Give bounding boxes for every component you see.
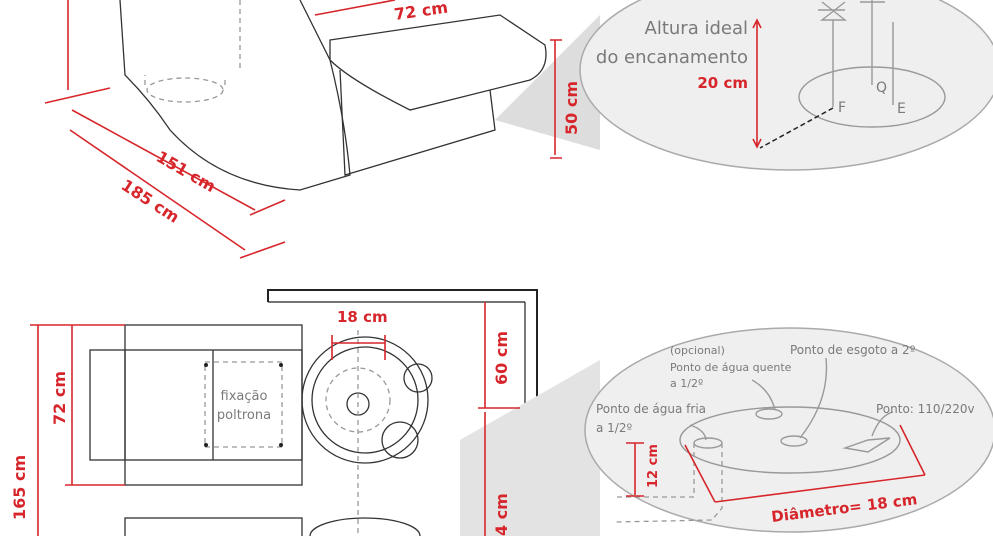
hot-water-line1: Ponto de água quente [670,361,792,374]
cold-water-line1: Ponto de água fria [596,402,706,416]
chair-perspective [119,0,600,191]
sewer-label: Ponto de esgoto a 2º [790,343,916,357]
points-detail: (opcional) Ponto de água quente a 1/2º P… [584,327,993,533]
label-e: E [897,101,906,117]
wall-distance-label: 60 cm [492,331,511,385]
ideal-height-line2: do encanamento [596,47,748,68]
ideal-height-line1: Altura ideal [645,18,748,39]
fixing-line2: poltrona [217,408,271,423]
inner-length-label: 151 cm [153,147,219,196]
lower-distance-label: 4 cm [492,493,511,536]
floor-plan [89,289,600,536]
chair-width-label: 72 cm [50,371,69,425]
power-label: Ponto: 110/220v [876,402,975,416]
bowl-offset-label: 18 cm [337,308,388,326]
total-length-label: 165 cm [10,455,29,520]
label-q: Q [876,80,887,96]
hot-water-line2: a 1/2º [670,377,703,390]
dimension-lines-plan [30,302,520,536]
hot-water-optional: (opcional) [670,344,725,357]
height-12-label: 12 cm [646,444,661,488]
ideal-height-value: 20 cm [697,74,748,92]
plumbing-detail: Altura ideal do encanamento 20 cm F Q E [579,0,993,171]
cold-water-line2: a 1/2º [596,421,632,435]
depth-label: 72 cm [393,0,449,24]
label-f: F [838,100,846,116]
height-label: 50 cm [562,81,581,135]
fixing-line1: fixação [221,389,268,404]
dimension-lines-top [44,0,562,259]
